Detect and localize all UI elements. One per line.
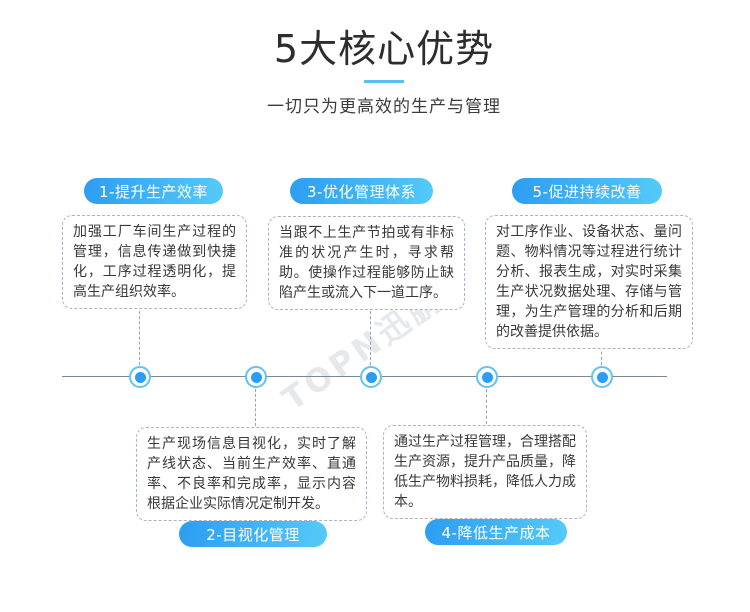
badge-item-1: 1-提升生产效率 bbox=[84, 178, 223, 204]
page-title: 5大核心优势 bbox=[273, 27, 495, 71]
connector-item-1 bbox=[139, 301, 140, 365]
badge-item-5: 5-促进持续改善 bbox=[512, 178, 662, 204]
note-box-item-1: 加强工厂车间生产过程的管理，信息传递做到快捷化，工序过程透明化，提高生产组织效率… bbox=[62, 215, 247, 309]
timeline-node-1 bbox=[129, 366, 151, 388]
timeline-node-dot bbox=[134, 371, 146, 383]
timeline-node-2 bbox=[245, 366, 267, 388]
note-box-item-4: 通过生产过程管理，合理搭配生产资源，提升产品质量，降低生产物料损耗，降低人力成本… bbox=[383, 425, 587, 519]
note-box-item-3: 当跟不上生产节拍或有非标准的状况产生时，寻求帮助。使操作过程能够防止缺陷产生或流… bbox=[268, 216, 465, 310]
note-box-item-5: 对工序作业、设备状态、量问题、物料情况等过程进行统计分析、报表生成，对实时采集生… bbox=[485, 215, 693, 349]
connector-item-4 bbox=[486, 389, 487, 424]
connector-item-5 bbox=[601, 341, 602, 365]
connector-item-3 bbox=[370, 301, 371, 365]
timeline-node-dot bbox=[481, 371, 493, 383]
badge-item-3: 3-优化管理体系 bbox=[290, 178, 433, 204]
connector-item-2 bbox=[255, 389, 256, 426]
title-underline-decoration bbox=[364, 80, 404, 83]
timeline-node-dot bbox=[250, 371, 262, 383]
timeline-node-3 bbox=[360, 366, 382, 388]
badge-item-2: 2-目视化管理 bbox=[179, 521, 327, 547]
timeline-node-4 bbox=[476, 366, 498, 388]
badge-item-4: 4-降低生产成本 bbox=[425, 519, 567, 545]
timeline-node-dot bbox=[365, 371, 377, 383]
header: 5大核心优势 一切只为更高效的生产与管理 bbox=[18, 26, 750, 117]
timeline-node-5 bbox=[591, 366, 613, 388]
page-subtitle: 一切只为更高效的生产与管理 bbox=[267, 97, 501, 117]
note-box-item-2: 生产现场信息目视化，实时了解产线状态、当前生产效率、直通率、不良率和完成率，显示… bbox=[136, 427, 367, 521]
timeline-node-dot bbox=[596, 371, 608, 383]
